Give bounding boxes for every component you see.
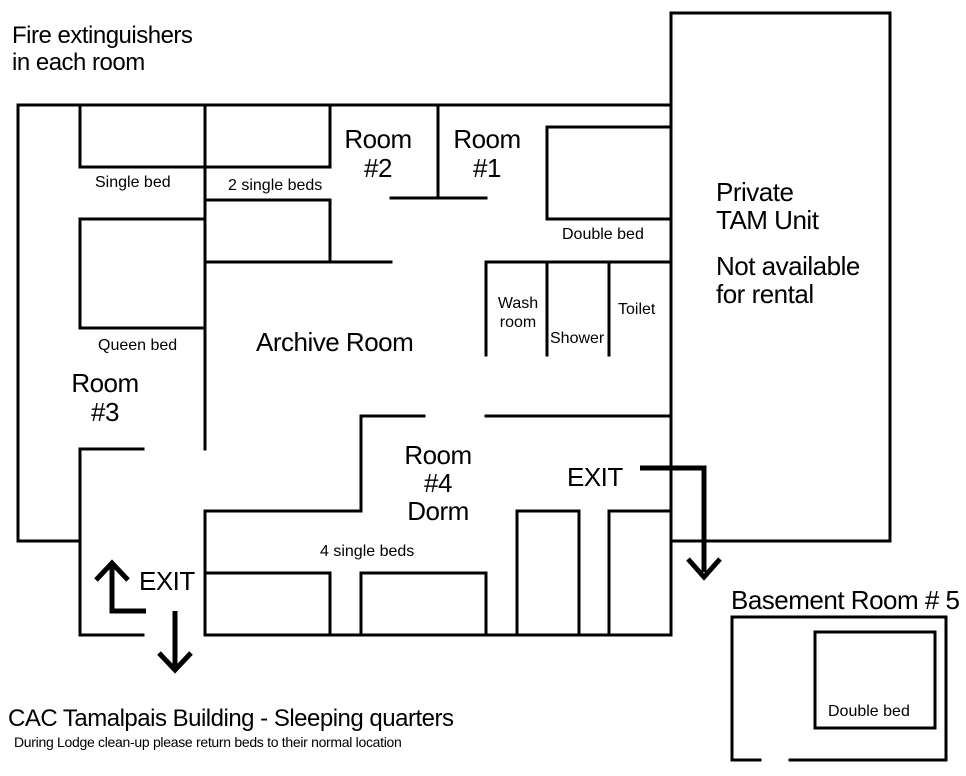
- exit-label-right: EXIT: [567, 462, 623, 492]
- room1-label: Room #1: [443, 125, 531, 183]
- archive-room-label: Archive Room: [256, 327, 414, 357]
- room1-label-line2: #1: [473, 153, 501, 183]
- shower-label: Shower: [550, 330, 605, 347]
- private-label-line4: for rental: [716, 279, 814, 309]
- private-unit-label: Private TAM Unit Not available for renta…: [716, 178, 860, 308]
- basement-walls: [730, 615, 948, 762]
- room2-label-line1: Room: [344, 124, 412, 154]
- basement-double-bed-label: Double bed: [828, 703, 910, 720]
- private-label-line1: Private: [716, 177, 794, 207]
- room3-label-line1: Room: [71, 368, 139, 398]
- footer-title: CAC Tamalpais Building - Sleeping quarte…: [8, 705, 454, 732]
- private-label-line2: TAM Unit: [716, 205, 819, 235]
- fire-note-line2: in each room: [12, 49, 145, 76]
- outer-walls: [16, 103, 673, 637]
- private-unit-wall: [669, 11, 892, 543]
- room4-label: Room #4 Dorm: [390, 441, 486, 525]
- single-bed-label: Single bed: [95, 174, 171, 191]
- room4-label-line3: Dorm: [407, 496, 469, 526]
- washroom-label-line1: Wash: [497, 295, 539, 312]
- room2-label: Room #2: [334, 125, 422, 183]
- room1-double-bed-frame: [545, 125, 673, 221]
- private-label-line3: Not available: [716, 251, 860, 281]
- exit-label-left: EXIT: [139, 566, 195, 596]
- four-single-beds-label: 4 single beds: [320, 543, 415, 560]
- fire-note-line1: Fire extinguishers: [12, 22, 193, 49]
- exit-arrow-right: [640, 465, 722, 581]
- double-bed-label: Double bed: [562, 226, 644, 243]
- room1-label-line1: Room: [453, 124, 521, 154]
- queen-bed-label: Queen bed: [98, 337, 178, 354]
- fire-note: Fire extinguishers in each room: [12, 22, 193, 76]
- interior-walls: [203, 11, 673, 637]
- dorm-beds: [203, 509, 673, 637]
- toilet-label: Toilet: [618, 301, 656, 318]
- room4-label-line2: #4: [424, 468, 452, 498]
- exit-arrow-left-up: [94, 559, 146, 614]
- room3-label-line2: #3: [91, 397, 119, 427]
- exit-arrow-left-down: [157, 611, 193, 674]
- room4-label-line1: Room: [404, 440, 472, 470]
- washroom-label-line2: room: [499, 314, 537, 331]
- room3-label: Room #3: [60, 369, 150, 427]
- queen-bed-frame: [78, 217, 207, 330]
- room2-label-line2: #2: [364, 153, 392, 183]
- room2-bed-frames: [78, 103, 332, 264]
- bathroom-walls: [545, 260, 611, 357]
- washroom-label: Wash room: [490, 294, 546, 332]
- footer-subtitle: During Lodge clean-up please return beds…: [14, 734, 402, 750]
- basement-room-label: Basement Room # 5: [731, 585, 960, 615]
- two-single-beds-label: 2 single beds: [228, 177, 323, 194]
